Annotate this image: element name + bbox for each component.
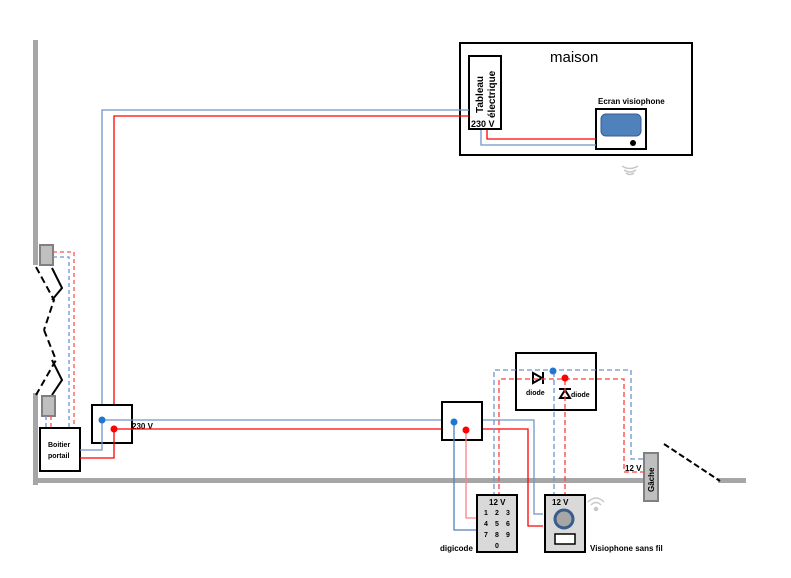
node-red-2 — [462, 426, 470, 434]
keypad-key: 5 — [495, 521, 499, 528]
node-red-diode — [561, 374, 569, 382]
gate-box-label-2: portail — [48, 453, 69, 460]
panel-voltage: 230 V — [471, 119, 495, 129]
left-gate — [35, 266, 64, 396]
wire-run-red — [114, 428, 543, 527]
keypad — [476, 494, 518, 553]
wire-main-blue — [101, 109, 469, 420]
screen-label: Ecran visiophone — [598, 97, 665, 106]
keypad-key: 2 — [495, 510, 499, 517]
wire-main-red — [113, 115, 469, 429]
wifi-icon-intercom — [587, 497, 605, 512]
house-label: maison — [550, 49, 598, 66]
wire-panel-screen-blue — [480, 130, 596, 146]
intercom-label: Visiophone sans fil — [590, 544, 663, 553]
node-blue-2 — [450, 418, 458, 426]
call-button — [554, 533, 576, 545]
intercom-voltage: 12 V — [552, 498, 569, 507]
wire-panel-screen-red — [486, 130, 596, 140]
keypad-key: 3 — [506, 510, 510, 517]
node-red-1 — [110, 425, 118, 433]
camera-lens — [553, 508, 575, 530]
ground-wall-right — [718, 478, 746, 483]
node-blue-diode — [549, 367, 557, 375]
gate-strike — [643, 452, 659, 502]
panel-label-1: Tableau — [475, 76, 486, 113]
diode-1-label: diode — [526, 390, 545, 397]
gate-control-box — [39, 427, 81, 472]
wire-keypad-red — [465, 430, 478, 519]
left-wall-bottom — [33, 393, 38, 485]
node-blue-1 — [98, 416, 106, 424]
wire-gate-red — [80, 429, 115, 459]
gate-motor-bottom — [41, 395, 56, 417]
diode-box — [515, 352, 597, 411]
gate-motor-wires — [45, 251, 75, 428]
panel-label-2: électrique — [487, 70, 498, 118]
junction-box-2 — [441, 401, 483, 441]
keypad-key: 1 — [484, 510, 488, 517]
wire-run-blue — [102, 419, 543, 515]
strike-voltage: 12 V — [625, 464, 642, 473]
electrical-panel — [468, 55, 502, 130]
keypad-voltage: 12 V — [489, 498, 506, 507]
diode-1-icon — [532, 371, 545, 385]
wires-12v — [493, 369, 645, 497]
wire-gate-blue — [80, 420, 103, 451]
screen-button — [630, 140, 636, 146]
keypad-key: 0 — [495, 543, 499, 550]
keypad-label: digicode — [440, 544, 473, 553]
screen-display — [600, 113, 642, 137]
junction-box-1 — [91, 404, 133, 444]
gate-box-label-1: Boitier — [48, 442, 70, 449]
gate-motor-top — [39, 244, 54, 266]
keypad-key: 8 — [495, 532, 499, 539]
keypad-key: 9 — [506, 532, 510, 539]
ground-wall — [33, 478, 645, 483]
wire-keypad-blue — [453, 422, 478, 531]
keypad-key: 6 — [506, 521, 510, 528]
right-gate — [663, 443, 721, 482]
wifi-icon — [621, 165, 639, 176]
junction-voltage: 230 V — [132, 422, 154, 431]
diode-2-label: diode — [571, 392, 590, 399]
strike-label: Gâche — [647, 467, 656, 492]
keypad-key: 4 — [484, 521, 488, 528]
keypad-key: 7 — [484, 532, 488, 539]
left-wall-top — [33, 40, 38, 265]
